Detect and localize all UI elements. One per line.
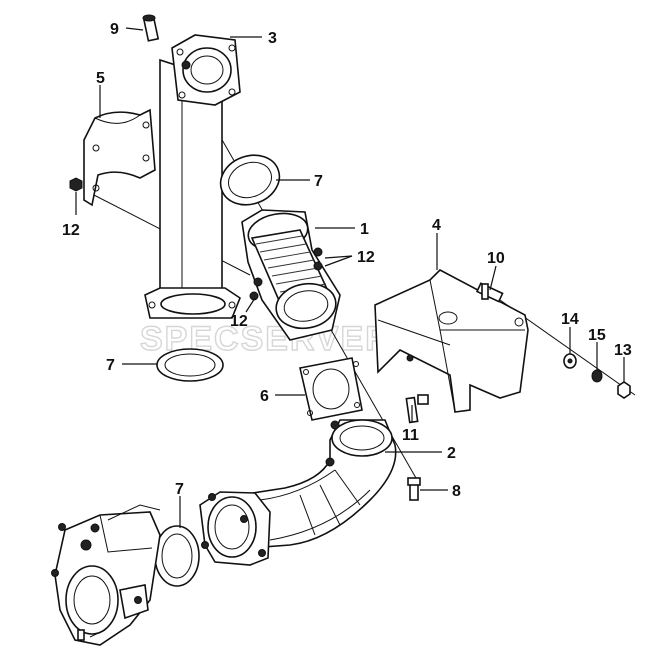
- top-flange-3: [171, 34, 241, 106]
- washer-15: [591, 369, 603, 383]
- callout-9: 9: [110, 21, 119, 38]
- callout-1: 1: [360, 221, 369, 238]
- callout-12-right: 12: [357, 249, 375, 266]
- nut-13: [617, 381, 631, 399]
- mounting-bracket-4: [374, 269, 529, 413]
- turbo-housing: [51, 504, 161, 646]
- callout-14: 14: [561, 311, 579, 328]
- callout-6: 6: [260, 388, 269, 405]
- callout-11: 11: [402, 427, 419, 444]
- bolt-11: [405, 394, 429, 424]
- gasket-7-top: [219, 154, 281, 206]
- callout-7-bottom: 7: [175, 481, 184, 498]
- callout-2: 2: [447, 445, 456, 462]
- vertical-exhaust-pipe: [144, 58, 241, 319]
- callout-3: 3: [268, 30, 277, 47]
- callout-13: 13: [614, 342, 632, 359]
- nut-12-left: [69, 177, 83, 192]
- pipe-clamp-5: [83, 108, 156, 207]
- leader-lines: [75, 27, 625, 528]
- callout-7-top: 7: [314, 173, 323, 190]
- flex-bellows-1: [241, 209, 341, 341]
- callout-5: 5: [96, 70, 105, 87]
- bolt-8: [407, 477, 421, 501]
- callout-8: 8: [452, 483, 461, 500]
- gasket-7-middle: [156, 348, 224, 382]
- callout-15: 15: [588, 327, 606, 344]
- callout-10: 10: [487, 250, 505, 267]
- bolt-10: [475, 282, 504, 303]
- callout-12-left: 12: [62, 222, 80, 239]
- curved-exhaust-pipe-2: [199, 419, 397, 566]
- callout-4: 4: [432, 217, 441, 234]
- bolt-9: [142, 14, 160, 42]
- gasket-7-bottom: [154, 525, 200, 587]
- callout-labels: 9 3 5 7 12 1 4 12 10 12 14 15 13 7 6 11 …: [62, 21, 632, 500]
- callout-12-mid: 12: [230, 313, 248, 330]
- washer-14: [563, 353, 577, 369]
- gasket-plate-6: [299, 357, 363, 421]
- callout-7-middle: 7: [106, 357, 115, 374]
